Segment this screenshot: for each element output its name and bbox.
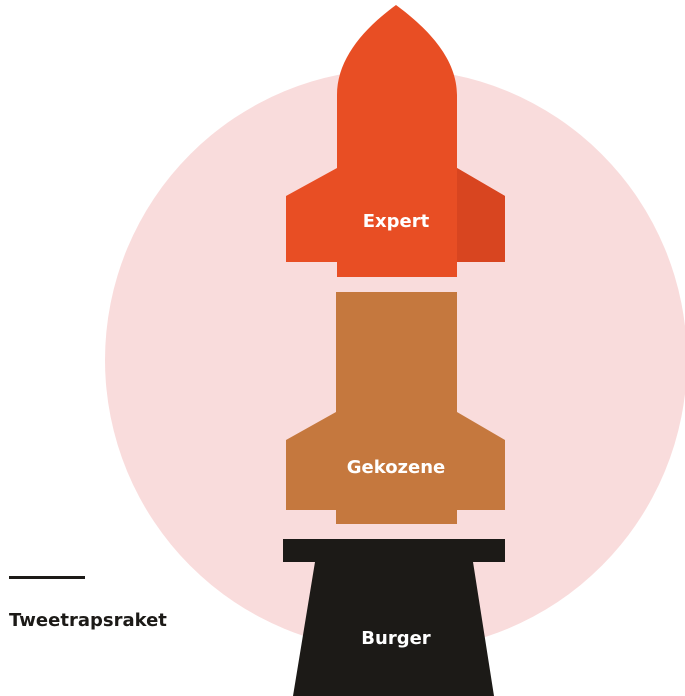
burger-stage-cap — [283, 539, 505, 562]
expert-stage-shade — [457, 168, 505, 262]
expert-stage-label: Expert — [363, 211, 430, 232]
burger-stage-body — [293, 562, 494, 696]
expert-stage-body — [286, 5, 505, 277]
burger-stage-label: Burger — [361, 628, 431, 649]
gekozene-stage: Gekozene — [286, 292, 505, 524]
gekozene-stage-label: Gekozene — [347, 457, 446, 478]
burger-stage: Burger — [283, 539, 505, 696]
gekozene-stage-body — [286, 292, 505, 524]
caption-rule — [9, 576, 85, 579]
caption-title: Tweetrapsraket — [9, 610, 167, 631]
expert-stage: Expert — [286, 5, 505, 277]
